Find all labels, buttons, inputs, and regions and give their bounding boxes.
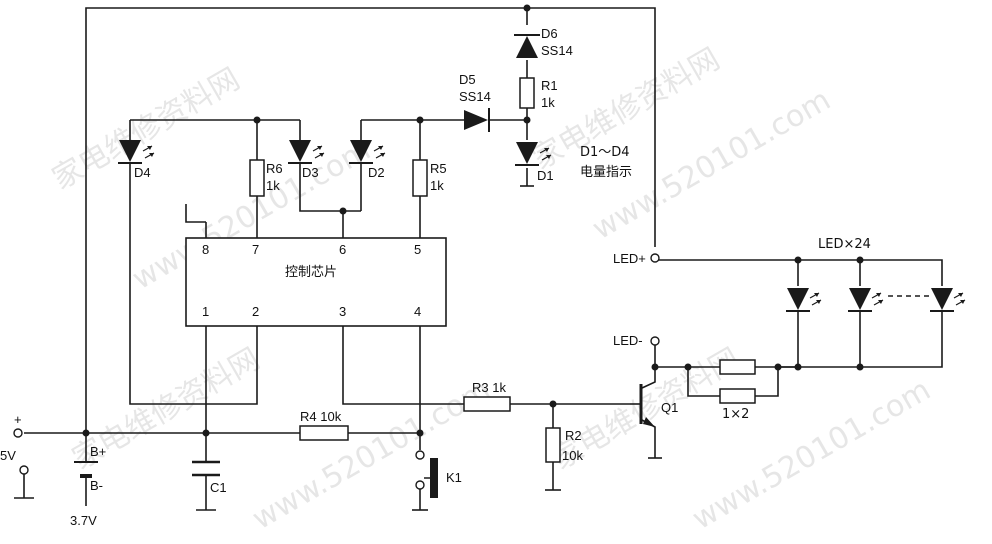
label-d2: D2 bbox=[368, 165, 385, 180]
led-d2-icon bbox=[349, 140, 386, 164]
label-led-group: LED×24 bbox=[818, 237, 871, 252]
label-r3: R3 1k bbox=[472, 380, 506, 395]
label-input-plus: + bbox=[14, 412, 22, 427]
label-input-voltage: 5V bbox=[0, 448, 16, 463]
label-d4: D4 bbox=[134, 165, 151, 180]
label-r1-val: 1k bbox=[541, 95, 555, 110]
diodes bbox=[118, 34, 966, 312]
label-led-plus: LED+ bbox=[613, 251, 646, 266]
label-d6: D6 bbox=[541, 26, 558, 41]
label-battery-plus: B+ bbox=[90, 444, 106, 459]
label-r2-val: 10k bbox=[562, 448, 583, 463]
label-indicator-desc: 电量指示 bbox=[580, 165, 632, 180]
led-d3-icon bbox=[288, 140, 325, 164]
resistor-r5 bbox=[412, 159, 428, 197]
control-chip: 控制芯片 8 7 6 5 1 2 3 4 bbox=[185, 237, 447, 327]
diode-d6-icon bbox=[514, 34, 540, 58]
battery-icon bbox=[74, 461, 98, 478]
led-array-icon bbox=[786, 288, 966, 312]
chip-pin-5: 5 bbox=[414, 242, 421, 257]
watermark-text: www.520101.com bbox=[247, 372, 497, 537]
capacitor-c1-icon bbox=[192, 460, 220, 477]
led-d4-icon bbox=[118, 140, 155, 164]
label-r5: R5 bbox=[430, 161, 447, 176]
label-battery-minus: B- bbox=[90, 478, 103, 493]
chip-pin-2: 2 bbox=[252, 304, 259, 319]
chip-pin-1: 1 bbox=[202, 304, 209, 319]
resistor-r2 bbox=[545, 427, 561, 463]
label-resistor-pair: 1×2 bbox=[722, 407, 749, 422]
label-d5-part: SS14 bbox=[459, 89, 491, 104]
chip-pin-6: 6 bbox=[339, 242, 346, 257]
label-r6: R6 bbox=[266, 161, 283, 176]
switch-k1-icon bbox=[424, 458, 438, 498]
label-c1: C1 bbox=[210, 480, 227, 495]
label-indicator-range: D1～D4 bbox=[580, 145, 630, 160]
label-r6-val: 1k bbox=[266, 178, 280, 193]
label-r1: R1 bbox=[541, 78, 558, 93]
resistor-pair-b bbox=[719, 388, 756, 404]
chip-pin-7: 7 bbox=[252, 242, 259, 257]
resistor-r6 bbox=[249, 159, 265, 197]
transistor-q1-icon bbox=[630, 384, 655, 427]
resistor-pair-a bbox=[719, 359, 756, 375]
label-d3: D3 bbox=[302, 165, 319, 180]
chip-pin-4: 4 bbox=[414, 304, 421, 319]
resistor-r4 bbox=[299, 425, 349, 441]
chip-label: 控制芯片 bbox=[285, 265, 337, 280]
label-r2: R2 bbox=[565, 428, 582, 443]
label-q1: Q1 bbox=[661, 400, 678, 415]
label-k1: K1 bbox=[446, 470, 462, 485]
label-d5: D5 bbox=[459, 72, 476, 87]
terminals bbox=[13, 253, 660, 490]
led-d1-icon bbox=[515, 142, 552, 166]
label-led-minus: LED- bbox=[613, 333, 643, 348]
misc-components bbox=[74, 384, 655, 498]
label-battery-voltage: 3.7V bbox=[70, 513, 97, 528]
wiring bbox=[14, 7, 943, 511]
chip-pin-3: 3 bbox=[339, 304, 346, 319]
chip-pin-8: 8 bbox=[202, 242, 209, 257]
diode-d5-icon bbox=[464, 108, 490, 132]
resistor-r1 bbox=[519, 77, 535, 109]
label-d6-part: SS14 bbox=[541, 43, 573, 58]
resistors bbox=[249, 77, 756, 463]
label-d1: D1 bbox=[537, 168, 554, 183]
label-r5-val: 1k bbox=[430, 178, 444, 193]
junctions bbox=[82, 4, 864, 437]
label-r4: R4 10k bbox=[300, 409, 342, 424]
resistor-r3 bbox=[463, 396, 511, 412]
labels: D6 SS14 R1 1k D5 SS14 D1 D1～D4 电量指示 D2 D… bbox=[0, 26, 871, 528]
